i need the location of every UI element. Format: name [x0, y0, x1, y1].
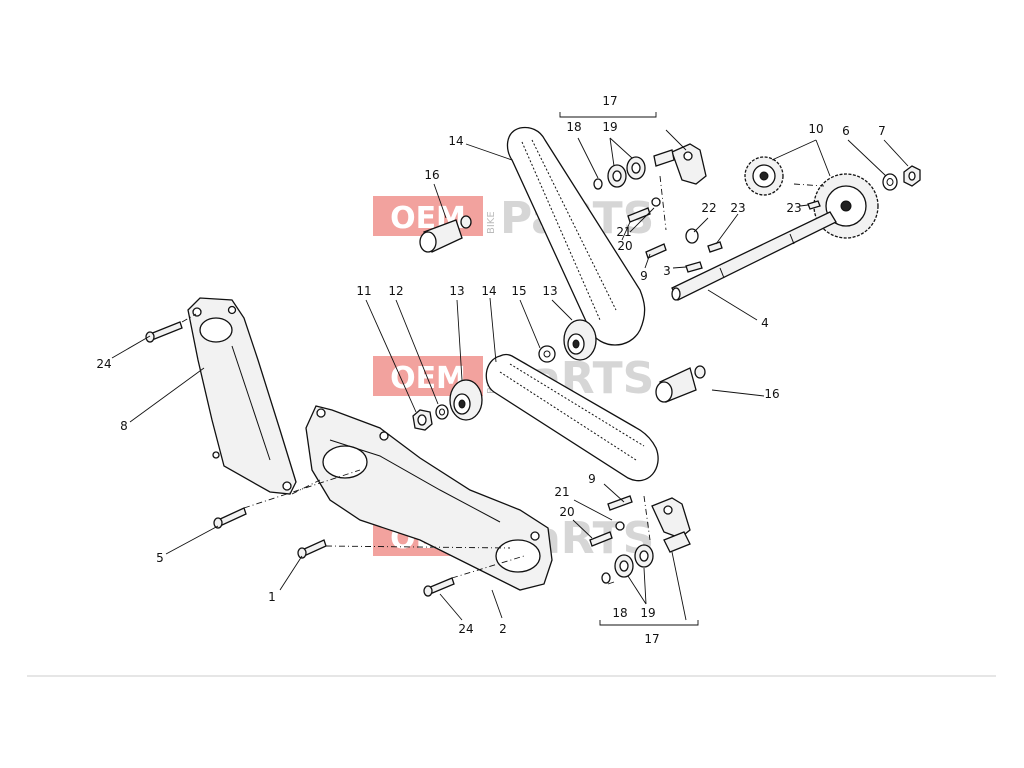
watermark-top: OEM BIKE PaRTS [373, 193, 654, 244]
bolt-24-left-part [145, 321, 183, 343]
callout-24-bottom: 24 [458, 622, 473, 636]
spacer-right-part [655, 365, 706, 403]
callout-1: 1 [268, 590, 276, 604]
svg-text:BIKE: BIKE [486, 211, 497, 234]
key-23b-part [807, 200, 821, 210]
callout-6: 6 [842, 124, 850, 138]
callout-18-top: 18 [566, 120, 581, 134]
callout-4: 4 [761, 316, 769, 330]
callout-13-right: 13 [542, 284, 557, 298]
timing-belt-upper-part [506, 126, 646, 346]
circlip-22-part [685, 228, 699, 244]
callout-24-left: 24 [96, 357, 111, 371]
callout-labels: 1 2 3 4 5 6 7 8 9 9 10 11 12 13 13 14 14… [96, 94, 885, 646]
callout-16-right: 16 [764, 387, 779, 401]
spacer-top-part [419, 215, 472, 253]
gear-small-part [744, 156, 784, 196]
bolt-1-part [297, 539, 327, 559]
nut-7-part [903, 165, 921, 187]
callout-2: 2 [499, 622, 507, 636]
callout-21-bottom: 21 [554, 485, 569, 499]
callout-21-top: 21 [616, 225, 631, 239]
shaft-part [671, 211, 837, 301]
front-belt-cover-part [305, 405, 553, 591]
callout-5: 5 [156, 551, 164, 565]
callout-20-bottom: 20 [559, 505, 574, 519]
callout-18-bottom: 18 [612, 606, 627, 620]
tensioner-top-assembly [593, 143, 707, 259]
callout-13-left: 13 [449, 284, 464, 298]
callout-8: 8 [120, 419, 128, 433]
callout-19-top: 19 [602, 120, 617, 134]
callout-9-bottom: 9 [588, 472, 596, 486]
callout-23-top: 23 [730, 201, 745, 215]
callout-20-top: 20 [617, 239, 632, 253]
bolt-24-bottom-part [423, 577, 455, 597]
callout-17-bottom: 17 [644, 632, 659, 646]
callout-23-right: 23 [786, 201, 801, 215]
timing-belt-lower-part [485, 353, 659, 482]
pulley-upper-part [563, 319, 597, 361]
callout-10: 10 [808, 122, 823, 136]
rear-cover-part [187, 297, 297, 495]
callout-11: 11 [356, 284, 371, 298]
callout-3: 3 [663, 264, 671, 278]
bolt-5-part [213, 507, 247, 529]
callout-15: 15 [511, 284, 526, 298]
callout-14-top: 14 [448, 134, 463, 148]
callout-7: 7 [878, 124, 886, 138]
callout-19-bottom: 19 [640, 606, 655, 620]
callout-12: 12 [388, 284, 403, 298]
leader-lines [111, 112, 909, 626]
callout-16-top: 16 [424, 168, 439, 182]
callout-14-middle: 14 [481, 284, 496, 298]
washer-15-part [538, 345, 556, 363]
washer-6-part [882, 173, 898, 191]
key-23-part [707, 241, 723, 253]
tensioner-bottom-assembly [589, 495, 691, 584]
callout-17-top: 17 [602, 94, 617, 108]
callout-9-top: 9 [640, 269, 648, 283]
callout-22: 22 [701, 201, 716, 215]
nut-part [412, 409, 433, 431]
pulley-lower-part [449, 379, 483, 421]
key-3-part [685, 261, 703, 273]
washer-12-part [435, 404, 449, 420]
